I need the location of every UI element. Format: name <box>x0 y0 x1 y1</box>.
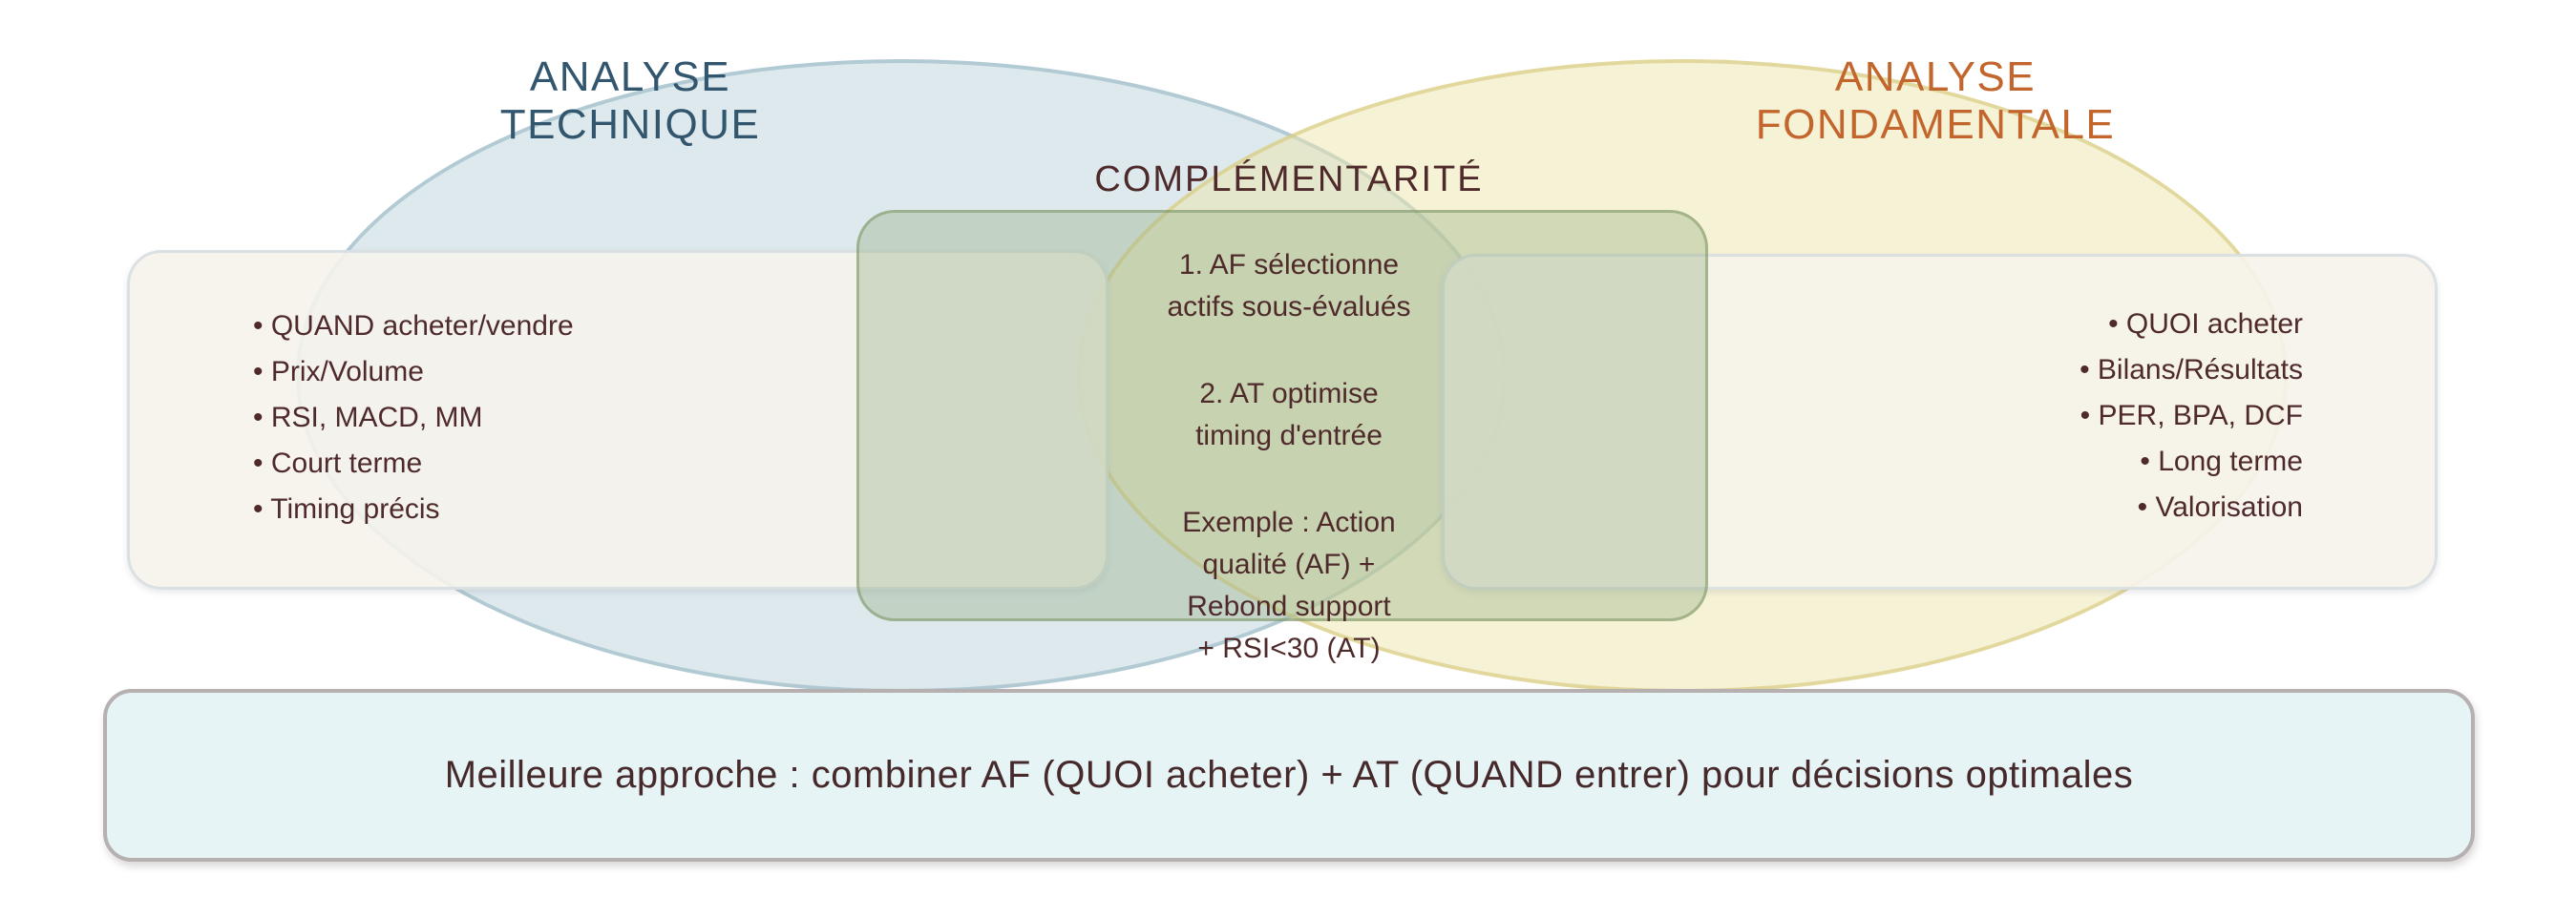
bullet-item: • Valorisation <box>2137 491 2303 523</box>
conclusion-banner-text: Meilleure approche : combiner AF (QUOI a… <box>444 754 2134 796</box>
bullet-item: • Timing précis <box>253 493 440 525</box>
overlap-paragraph-line: Rebond support <box>1187 591 1391 622</box>
fundamental-card <box>1442 254 2438 590</box>
overlap-paragraph-line: + RSI<30 (AT) <box>1197 633 1381 664</box>
overlap-paragraph-line: actifs sous-évalués <box>1167 291 1411 323</box>
overlap-title: COMPLÉMENTARITÉ <box>1094 159 1484 199</box>
conclusion-banner: Meilleure approche : combiner AF (QUOI a… <box>103 689 2475 862</box>
bullet-item: • Long terme <box>2140 446 2303 477</box>
technical-title: ANALYSE TECHNIQUE <box>344 53 917 149</box>
overlap-box <box>856 210 1708 621</box>
bullet-item: • PER, BPA, DCF <box>2080 400 2303 431</box>
bullet-item: • Prix/Volume <box>253 356 424 387</box>
overlap-paragraph: 1. AF sélectionne actifs sous-évalués <box>993 244 1585 328</box>
fundamental-title: ANALYSE FONDAMENTALE <box>1649 53 2222 149</box>
bullet-item: • QUAND acheter/vendre <box>253 310 574 342</box>
overlap-paragraph: 2. AT optimise timing d'entrée <box>993 373 1585 457</box>
fundamental-bullet-list: • QUOI acheter • Bilans/Résultats • PER, B… <box>2080 302 2303 531</box>
technical-title-line1: ANALYSE <box>529 53 731 100</box>
technical-title-line2: TECHNIQUE <box>499 101 761 148</box>
overlap-paragraph-line: timing d'entrée <box>1195 420 1383 451</box>
technical-bullet-list: • QUAND acheter/vendre • Prix/Volume • RSI… <box>253 303 574 532</box>
bullet-item: • Court terme <box>253 448 423 479</box>
overlap-text: 1. AF sélectionne actifs sous-évalués 2. A… <box>993 244 1585 670</box>
bullet-item: • RSI, MACD, MM <box>253 402 483 433</box>
bullet-item: • QUOI acheter <box>2108 308 2303 340</box>
overlap-paragraph-line: 2. AT optimise <box>1199 378 1379 409</box>
bullet-item: • Bilans/Résultats <box>2080 354 2303 386</box>
overlap-paragraph-line: Exemple : Action <box>1182 507 1396 538</box>
fundamental-title-line1: ANALYSE <box>1834 53 2037 100</box>
technical-card <box>127 250 1109 590</box>
overlap-paragraph: Exemple : Action qualité (AF) + Rebond sup… <box>993 502 1585 670</box>
overlap-paragraph-line: qualité (AF) + <box>1202 549 1376 580</box>
fundamental-title-line2: FONDAMENTALE <box>1755 101 2116 148</box>
overlap-paragraph-line: 1. AF sélectionne <box>1178 249 1400 281</box>
